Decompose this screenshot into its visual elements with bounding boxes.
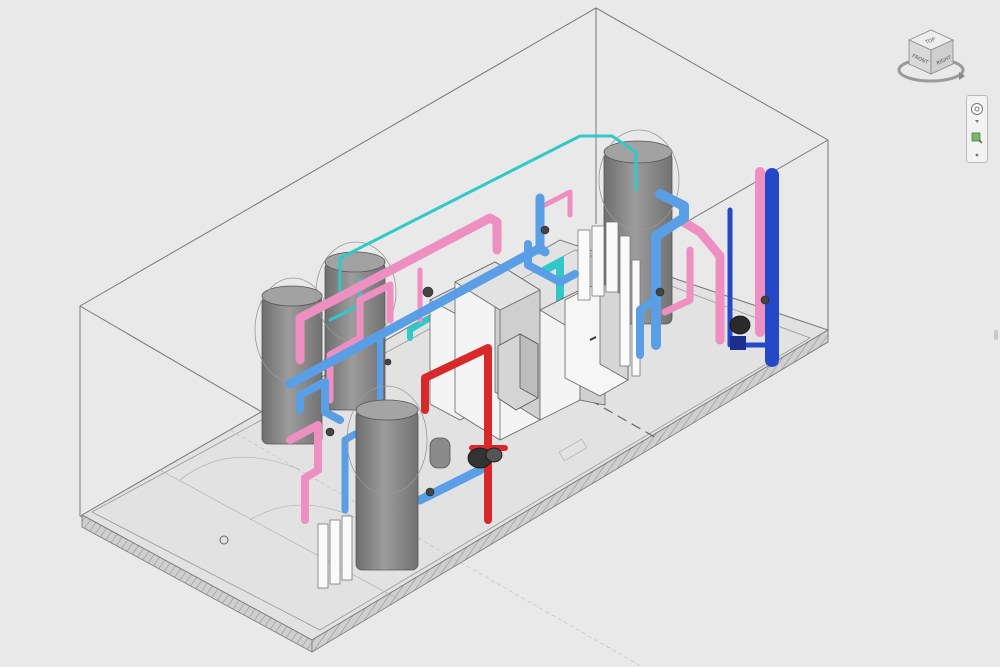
circulation-pump-blue[interactable]: [729, 315, 751, 350]
orbit-icon[interactable]: [970, 148, 984, 162]
viewcube-top-label: TOP: [924, 37, 936, 46]
expansion-vessel[interactable]: [429, 437, 451, 469]
boiler-unit-4[interactable]: [564, 281, 629, 397]
scrollbar-handle[interactable]: [994, 330, 998, 340]
heating-pipes-pink[interactable]: [286, 167, 765, 524]
valve-fittings[interactable]: [325, 225, 770, 497]
zoom-icon[interactable]: [970, 130, 984, 144]
storage-tank-back-left[interactable]: [254, 277, 332, 445]
circulation-pump-red[interactable]: [467, 447, 503, 469]
plate-heat-exchanger-left[interactable]: [317, 515, 353, 589]
chevron-down-icon[interactable]: [970, 118, 984, 126]
navigation-bar: [966, 95, 988, 163]
storage-tank-front[interactable]: [346, 385, 428, 571]
return-pipes-blue[interactable]: [285, 189, 689, 514]
steering-wheel-icon[interactable]: [970, 102, 984, 116]
viewcube-icon[interactable]: TOP FRONT RIGHT: [895, 22, 967, 86]
control-panel[interactable]: [497, 333, 539, 411]
